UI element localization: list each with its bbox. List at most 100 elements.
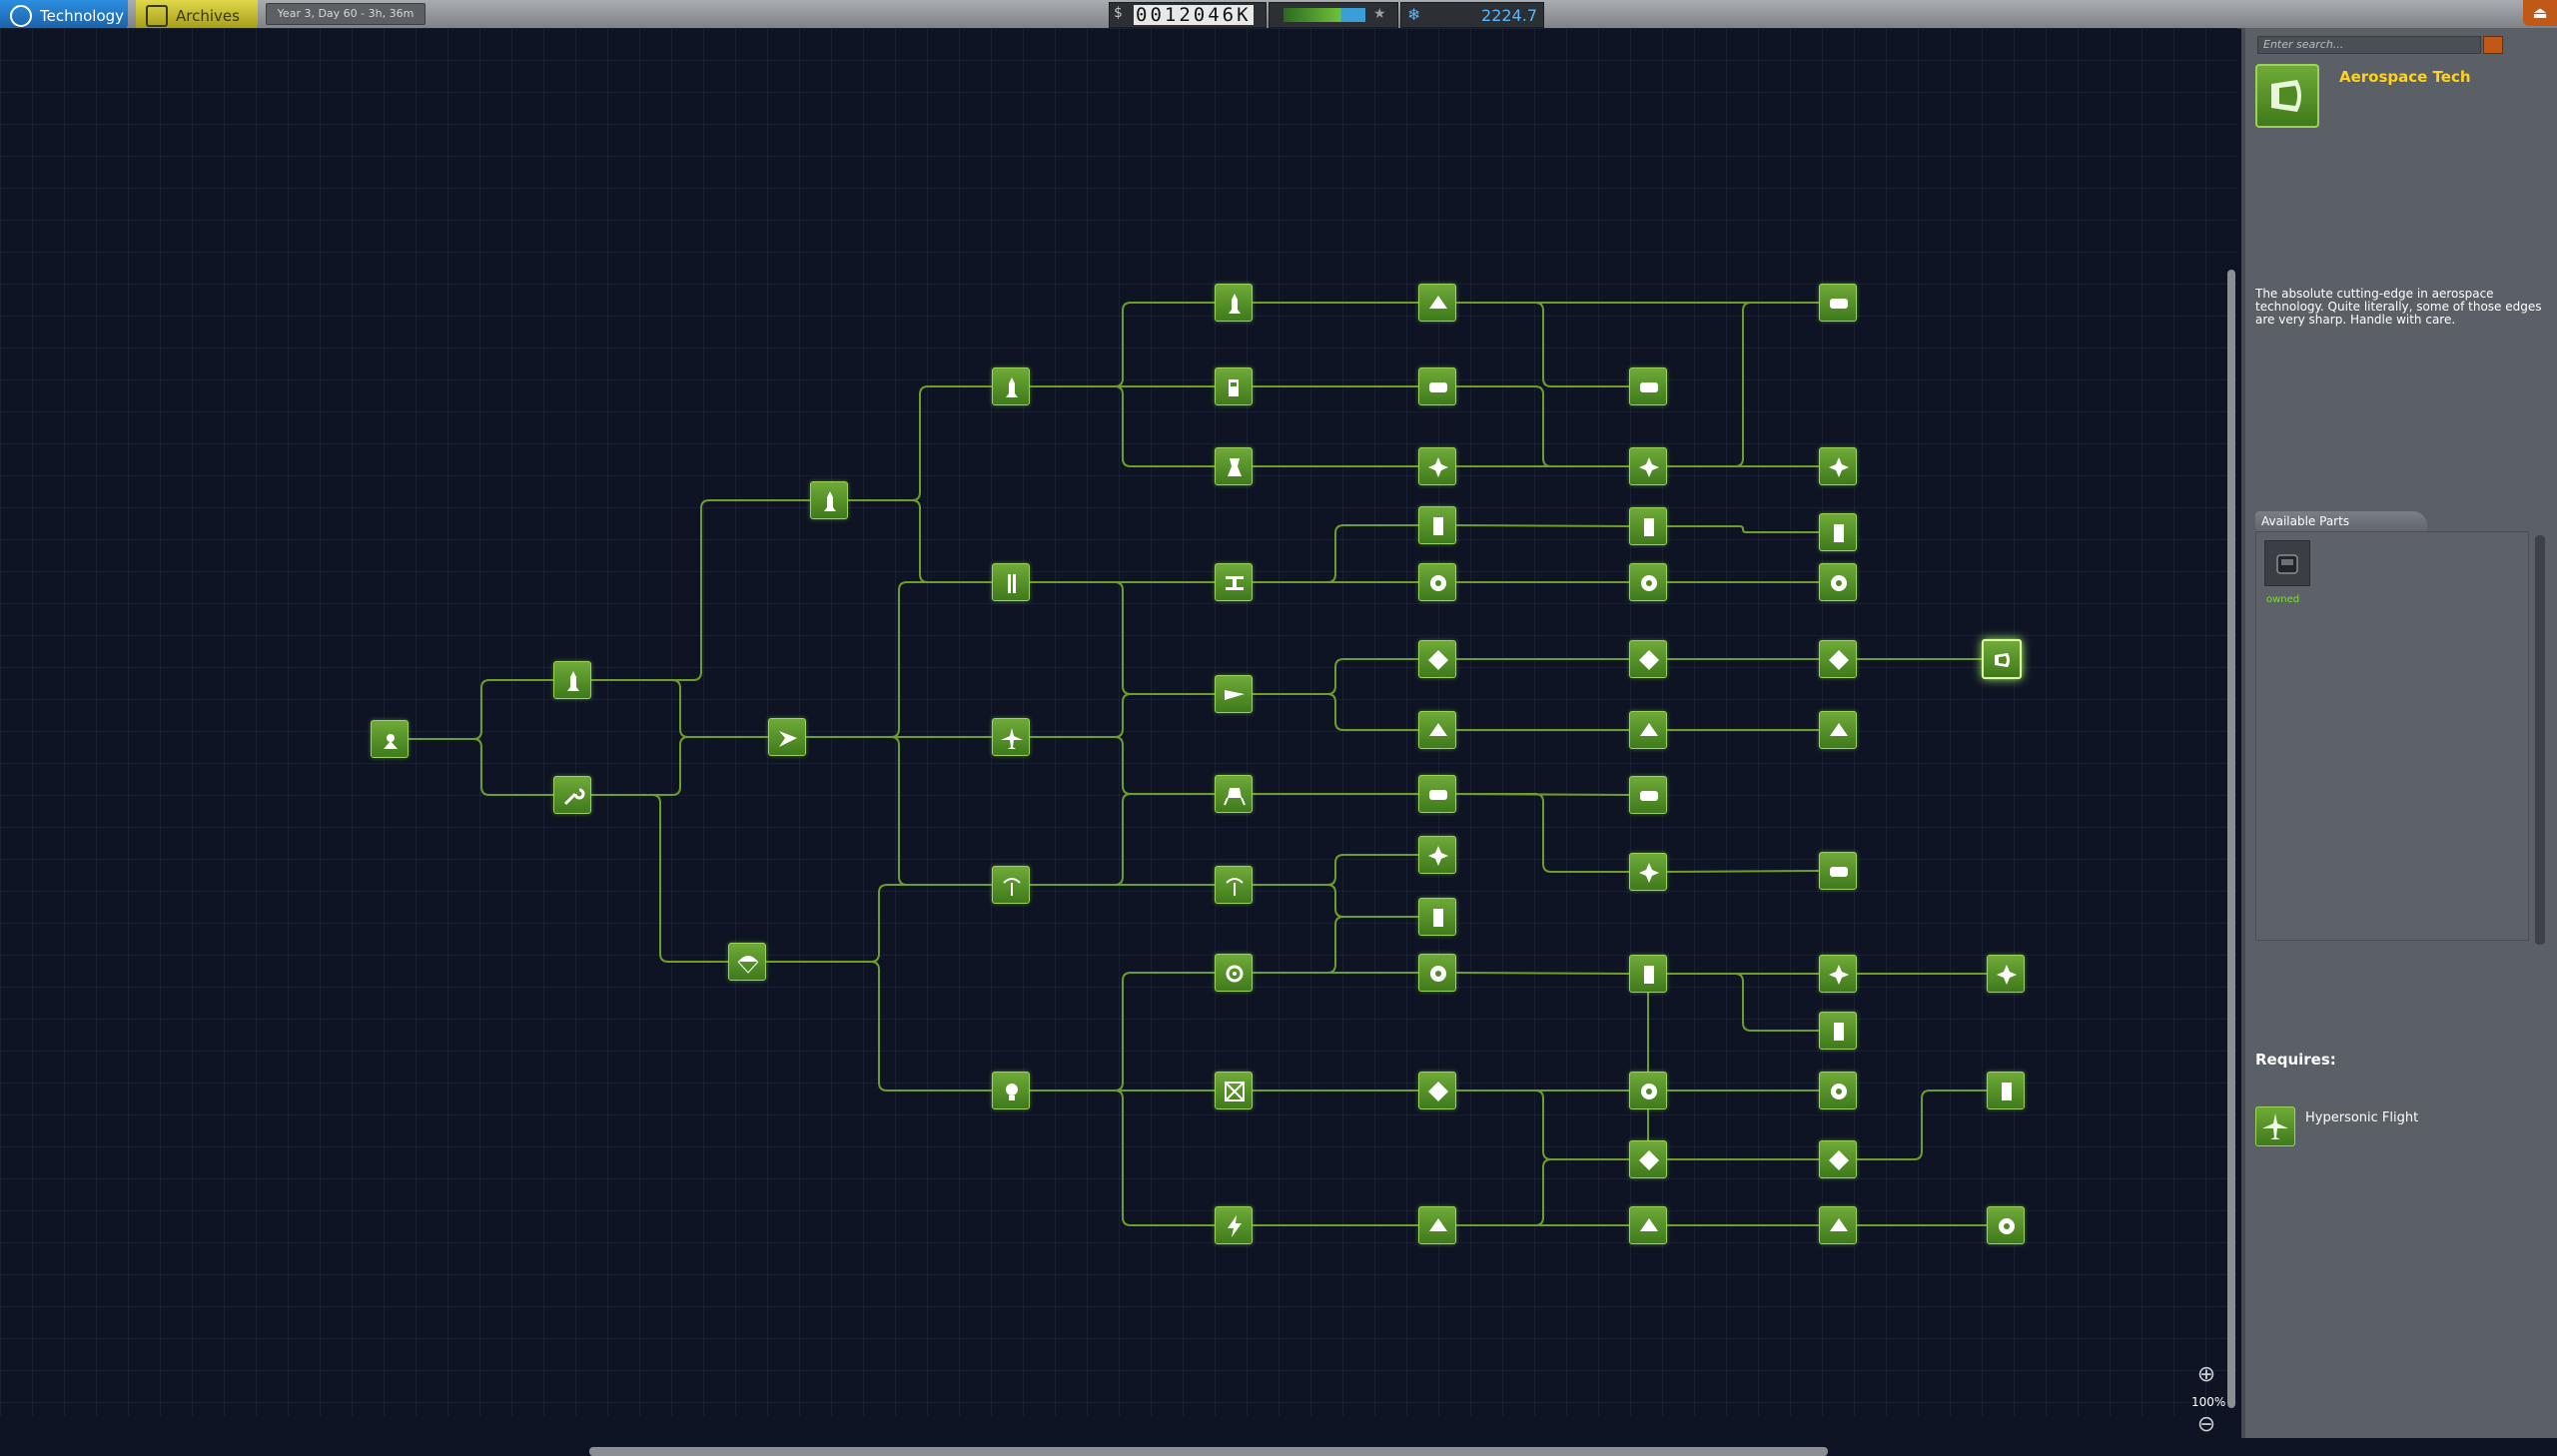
tech-node-stability[interactable]	[768, 718, 806, 756]
tech-node-advanced-construction[interactable]	[1215, 563, 1253, 601]
tech-node[interactable]	[1629, 955, 1667, 993]
tech-node[interactable]	[1418, 563, 1456, 601]
tech-node-icon	[1433, 909, 1443, 927]
tech-connection-line	[1667, 973, 1819, 1032]
tech-node[interactable]	[1629, 507, 1667, 545]
tech-node[interactable]	[1629, 367, 1667, 405]
exit-button[interactable]: ⏏	[2523, 0, 2557, 26]
parts-scrollbar[interactable]	[2535, 535, 2545, 945]
tech-node[interactable]	[1819, 1206, 1857, 1244]
search-input[interactable]: Enter search...	[2257, 36, 2481, 54]
tech-node[interactable]	[1629, 447, 1667, 485]
tech-node[interactable]	[1629, 1206, 1667, 1244]
tech-node[interactable]	[1418, 506, 1456, 544]
tech-node[interactable]	[1819, 1140, 1857, 1178]
tech-node-electrics[interactable]	[992, 1072, 1030, 1109]
tech-node[interactable]	[1819, 955, 1857, 993]
tech-node[interactable]	[1418, 836, 1456, 874]
tech-node[interactable]	[1418, 1206, 1456, 1244]
tab-archives[interactable]: Archives	[136, 0, 258, 30]
tech-node-fuel-systems[interactable]	[1215, 367, 1253, 405]
clear-search-button[interactable]	[2483, 36, 2503, 54]
tech-node-heavy-rocketry[interactable]	[1215, 284, 1253, 322]
tech-node[interactable]	[1819, 711, 1857, 749]
tech-node-icon	[1829, 965, 1849, 985]
tech-node-icon	[1639, 457, 1659, 477]
tab-technology[interactable]: Technology	[0, 0, 128, 30]
tech-connection-line	[1456, 1158, 1629, 1226]
tech-node-aerospace-tech[interactable]	[1982, 639, 2022, 679]
tech-node[interactable]	[1819, 640, 1857, 678]
zoom-out-icon[interactable]: ⊖	[2196, 1412, 2216, 1437]
fin-icon	[779, 731, 797, 747]
tech-node-icon	[1644, 966, 1654, 984]
tech-node[interactable]	[1418, 954, 1456, 992]
tech-node[interactable]	[1418, 284, 1456, 322]
tech-node-engineering-101[interactable]	[553, 776, 591, 814]
tech-node-electric-power[interactable]	[1215, 1206, 1253, 1244]
tech-connection-line	[1253, 693, 1418, 731]
tech-node-propulsion-systems[interactable]	[1215, 447, 1253, 485]
tech-node[interactable]	[1819, 513, 1857, 551]
tech-node-advanced-rocketry[interactable]	[992, 367, 1030, 405]
tech-tree[interactable]: ⊕ 100% ⊖	[0, 28, 2237, 1456]
tech-node[interactable]	[1418, 898, 1456, 936]
star-icon: ★	[1373, 6, 1386, 22]
tech-connection-line	[591, 679, 768, 738]
tech-connection-line	[806, 581, 992, 738]
tech-node-miniaturization[interactable]	[1215, 954, 1253, 992]
rocket-icon	[1229, 294, 1241, 314]
tech-node-landing[interactable]	[1215, 775, 1253, 813]
tech-node-icon	[1428, 650, 1448, 670]
gear-icon	[10, 5, 32, 27]
tech-node-aerodynamics[interactable]	[1215, 675, 1253, 713]
tech-node-icon	[1997, 965, 2017, 985]
tech-node[interactable]	[1418, 775, 1456, 813]
tech-node[interactable]	[1418, 367, 1456, 405]
tech-node[interactable]	[1418, 711, 1456, 749]
aerospace-tech-icon	[2255, 64, 2319, 128]
tech-node-basic-rocketry[interactable]	[553, 661, 591, 699]
tech-node-general-construction[interactable]	[992, 563, 1030, 601]
horizontal-scrollbar[interactable]	[589, 1447, 1828, 1456]
tech-node[interactable]	[1629, 563, 1667, 601]
tech-node-icon	[1428, 1082, 1448, 1101]
part-status: owned	[2266, 594, 2300, 605]
tech-node[interactable]	[1629, 711, 1667, 749]
tech-node-icon	[1829, 1150, 1849, 1170]
tech-node[interactable]	[1987, 1206, 2025, 1244]
tech-node-icon	[1829, 457, 1849, 477]
tech-node[interactable]	[1987, 1072, 2025, 1109]
tech-node[interactable]	[1819, 852, 1857, 890]
tech-node[interactable]	[1418, 447, 1456, 485]
tech-node-survivability[interactable]	[728, 943, 766, 981]
tech-node[interactable]	[1418, 1072, 1456, 1109]
tech-node-space-exploration[interactable]	[1215, 866, 1253, 904]
zoom-in-icon[interactable]: ⊕	[2196, 1362, 2216, 1387]
tech-node-start[interactable]	[371, 720, 409, 758]
tech-node-advanced-electrics[interactable]	[1215, 1072, 1253, 1109]
probe-icon	[1226, 965, 1244, 983]
part-icon[interactable]	[2264, 540, 2310, 586]
aerospace-tech-glyph	[2271, 80, 2301, 112]
tech-node[interactable]	[1987, 955, 2025, 993]
satellite-icon	[384, 734, 398, 749]
tech-node[interactable]	[1819, 1012, 1857, 1050]
tech-node[interactable]	[1629, 1072, 1667, 1109]
tech-node-basic-science[interactable]	[992, 866, 1030, 904]
tech-node[interactable]	[1629, 853, 1667, 891]
tech-node[interactable]	[1629, 1140, 1667, 1178]
tech-node[interactable]	[1819, 563, 1857, 601]
plane-icon[interactable]	[2255, 1106, 2295, 1146]
tech-node[interactable]	[1629, 640, 1667, 678]
vertical-scrollbar[interactable]	[2227, 270, 2235, 1408]
tech-node[interactable]	[1819, 284, 1857, 322]
available-parts-list[interactable]: owned	[2255, 531, 2529, 941]
tech-node[interactable]	[1819, 447, 1857, 485]
tech-node[interactable]	[1819, 1072, 1857, 1109]
tech-node-aviation[interactable]	[992, 718, 1030, 756]
tech-node-general-rocketry[interactable]	[810, 481, 848, 519]
tech-node[interactable]	[1629, 776, 1667, 814]
tech-node[interactable]	[1418, 640, 1456, 678]
available-parts-tab[interactable]: Available Parts	[2255, 511, 2427, 531]
